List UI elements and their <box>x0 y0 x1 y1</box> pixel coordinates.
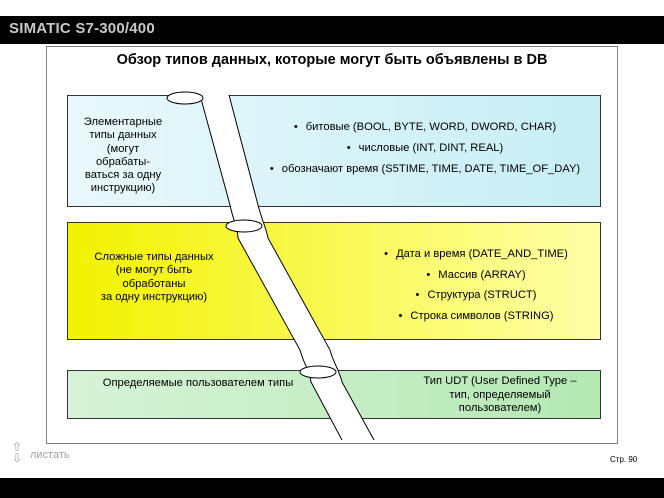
label-line: обрабаты- <box>95 155 151 168</box>
text-line: Тип UDT (User Defined Type – <box>423 375 577 387</box>
brand-title: SIMATIC S7-300/400 <box>9 20 155 37</box>
label-line: Сложные типы данных <box>94 251 214 263</box>
complex-types-label: Сложные типы данных (не могут быть обраб… <box>72 251 236 304</box>
elementary-types-list: битовые (BOOL, BYTE, WORD, DWORD, CHAR) … <box>250 117 600 180</box>
slide-title: Обзор типов данных, которые могут быть о… <box>116 52 548 68</box>
header-bar <box>0 16 664 44</box>
udt-description: Тип UDT (User Defined Type – тип, опреде… <box>380 375 620 416</box>
label-line: ваться за одну <box>84 169 162 182</box>
label-line: (не могут быть <box>115 264 193 277</box>
label-line: Элементарные <box>83 116 163 128</box>
user-types-label: Определяемые пользователем типы <box>78 377 318 390</box>
list-item: Массив (ARRAY) <box>356 265 596 286</box>
list-item: Дата и время (DATE_AND_TIME) <box>356 244 596 265</box>
scroll-label: листать <box>30 449 70 461</box>
label-line: за одну инструкцию) <box>100 290 208 303</box>
label-line: обработаны <box>122 277 186 290</box>
elementary-types-label: Элементарные типы данных (могут обрабаты… <box>72 116 174 196</box>
label-line: Определяемые пользователем типы <box>102 377 294 389</box>
complex-types-list: Дата и время (DATE_AND_TIME) Массив (ARR… <box>356 244 596 326</box>
footer-bar <box>0 478 664 498</box>
label-line: инструкцию) <box>90 182 156 195</box>
text-line: тип, определяемый <box>449 388 551 401</box>
list-item: обозначают время (S5TIME, TIME, DATE, TI… <box>250 159 600 180</box>
list-item: числовые (INT, DINT, REAL) <box>250 138 600 159</box>
page-number: Стр. 90 <box>610 455 638 464</box>
up-down-arrows-icon: ⇧⇩ <box>12 440 23 465</box>
list-item: Структура (STRUCT) <box>356 285 596 306</box>
list-item: Строка символов (STRING) <box>356 306 596 327</box>
label-line: типы данных <box>89 129 157 142</box>
label-line: (могут <box>106 142 140 155</box>
text-line: пользователем) <box>458 402 542 414</box>
list-item: битовые (BOOL, BYTE, WORD, DWORD, CHAR) <box>250 117 600 138</box>
